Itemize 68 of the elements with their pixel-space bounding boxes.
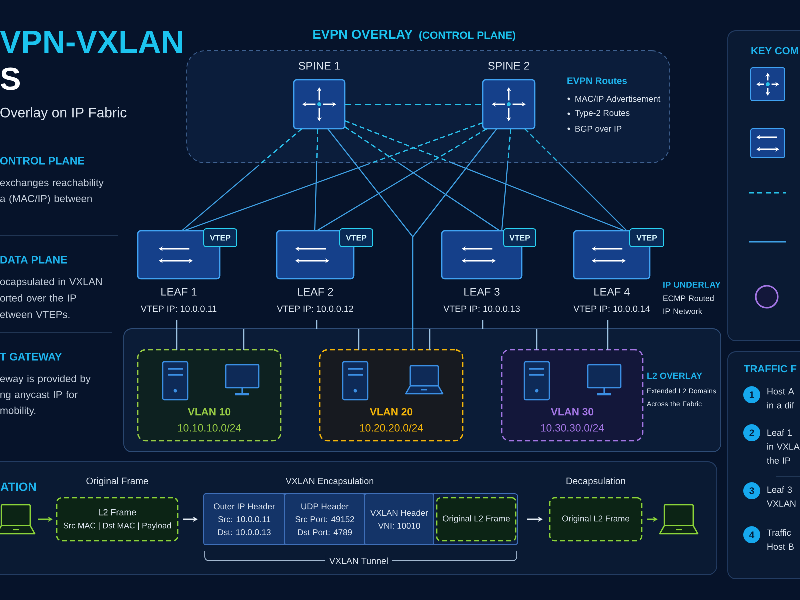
section-heading: IP UNDERLAY bbox=[664, 282, 721, 288]
section-heading: T GATEWAY bbox=[0, 353, 62, 361]
connector-line bbox=[607, 320, 609, 350]
title-text: S bbox=[0, 68, 20, 90]
connector-line bbox=[482, 320, 484, 329]
number-badge: 1 bbox=[744, 386, 760, 404]
connector-line bbox=[344, 126, 500, 232]
number-badge: 4 bbox=[744, 526, 760, 544]
region-title: EVPN OVERLAY bbox=[314, 30, 413, 40]
body-text: exchanges reachability a (MAC/IP) between bbox=[0, 179, 104, 204]
connector-line bbox=[316, 320, 318, 329]
switch-label: SPINE 1 bbox=[299, 62, 340, 70]
frame-heading: Original Frame bbox=[86, 478, 148, 486]
region-subtitle: (CONTROL PLANE) bbox=[420, 31, 516, 42]
step-text: Traffic Host B bbox=[767, 530, 794, 550]
ip-address: VTEP IP: 10.0.0.12 bbox=[277, 306, 354, 312]
group-heading: VXLAN Encapsulation bbox=[286, 478, 374, 486]
frame-box: Original L2 Frame bbox=[549, 497, 643, 542]
frame-heading: Decapsulation bbox=[566, 478, 626, 486]
connector-line bbox=[344, 120, 626, 232]
connector-line bbox=[184, 122, 484, 232]
connector-line bbox=[176, 320, 178, 350]
connector-line bbox=[358, 329, 360, 350]
step-text: Leaf 1 in VXLA the IP bbox=[767, 430, 800, 464]
connector-line bbox=[314, 128, 319, 232]
frame-box: Original L2 Frame bbox=[436, 497, 517, 542]
connector-line bbox=[501, 128, 512, 232]
body-text: eway is provided by ng anycast IP for mobility. bbox=[0, 375, 91, 416]
switch-label: LEAF 4 bbox=[594, 288, 630, 296]
connector-line bbox=[536, 329, 538, 350]
laptop-icon bbox=[0, 504, 36, 535]
ip-address: VTEP IP: 10.0.0.14 bbox=[574, 306, 650, 312]
header-cell: Outer IP Header Src: 10.0.0.11 Dst: 10.0.0.13 bbox=[204, 494, 286, 546]
title: VPN-VXLAN bbox=[0, 31, 182, 53]
number-badge: 2 bbox=[744, 424, 760, 442]
ip-address: VTEP IP: 10.0.0.13 bbox=[444, 306, 520, 312]
header-cell: UDP Header Src Port: 49152 Dst Port: 4789 bbox=[284, 494, 366, 546]
connector-line bbox=[243, 329, 245, 350]
panel-heading: KEY COM bbox=[752, 47, 798, 55]
ip-address: VTEP IP: 10.0.0.11 bbox=[141, 306, 217, 312]
switch-label: LEAF 3 bbox=[464, 288, 500, 296]
bracket-label: VXLAN Tunnel bbox=[326, 556, 392, 566]
panel-heading: TRAFFIC F bbox=[744, 365, 797, 373]
step-text: Host A in a dif bbox=[768, 388, 794, 409]
list-heading: EVPN Routes bbox=[568, 78, 628, 84]
number-badge: 3 bbox=[744, 482, 760, 500]
connector-line bbox=[182, 128, 302, 232]
section-heading: DATA PLANE bbox=[0, 256, 68, 264]
panel-heading: ATION bbox=[0, 482, 36, 492]
switch-label: LEAF 2 bbox=[298, 288, 334, 296]
step-text: Leaf 3 VXLAN bbox=[767, 486, 796, 507]
connector-line bbox=[524, 128, 628, 232]
list-item: MAC/IP Advertisement bbox=[576, 96, 661, 102]
connector-line bbox=[345, 104, 483, 106]
subtitle: Overlay on IP Fabric bbox=[0, 108, 127, 120]
switch-label: LEAF 1 bbox=[162, 288, 197, 296]
switch-label: SPINE 2 bbox=[488, 62, 530, 70]
region-title: L2 OVERLAY bbox=[648, 372, 702, 380]
section-heading: ONTROL PLANE bbox=[0, 157, 84, 165]
connector-line bbox=[412, 128, 498, 350]
connector-line bbox=[316, 128, 488, 232]
list-item: Type-2 Routes bbox=[575, 110, 630, 118]
laptop-icon bbox=[659, 504, 699, 535]
connector-line bbox=[429, 329, 431, 350]
header-cell: VXLAN Header VNI: 10010 bbox=[364, 494, 434, 546]
body-text: ocapsulated in VXLAN orted over the IP etween VTEPs. bbox=[0, 278, 102, 318]
frame-box: L2 Frame Src MAC | Dst MAC | Payload bbox=[56, 497, 179, 542]
list-item: BGP over IP bbox=[576, 126, 622, 132]
